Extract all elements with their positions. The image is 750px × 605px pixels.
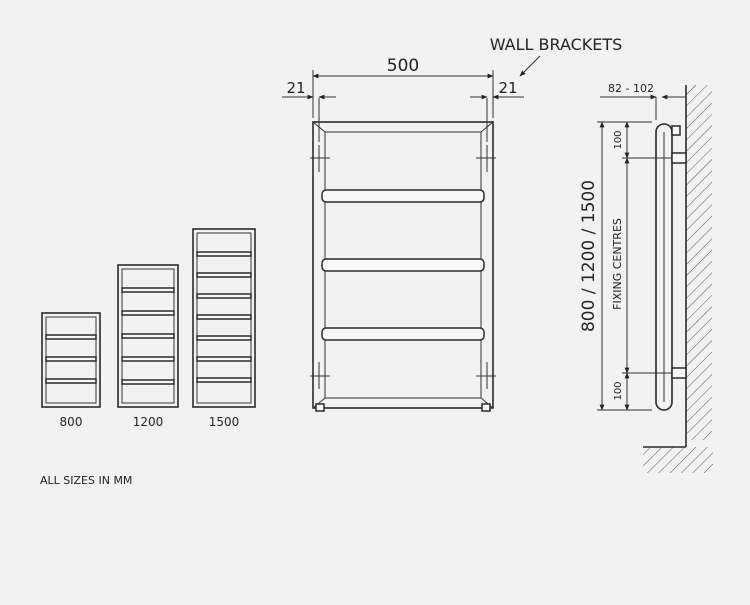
units-note: ALL SIZES IN MM <box>40 474 132 487</box>
wall-section <box>643 85 713 473</box>
depth-dimension <box>600 94 686 120</box>
right-offset-label: 21 <box>498 79 517 97</box>
radiator-1200-thumbnail <box>117 264 179 408</box>
fixing-centres-label: FIXING CENTRES <box>611 218 624 310</box>
width-dimension <box>312 70 494 118</box>
left-offset-label: 21 <box>286 79 305 97</box>
width-label: 500 <box>387 56 419 76</box>
size-label-1200: 1200 <box>133 415 164 429</box>
overall-height-dimension <box>597 121 652 411</box>
wall-brackets-label: WALL BRACKETS <box>490 35 623 54</box>
wall-brackets-leader <box>519 55 541 77</box>
radiator-front-elevation <box>310 121 496 412</box>
radiator-1500-thumbnail <box>192 228 256 408</box>
radiator-800-thumbnail <box>41 312 101 408</box>
fixing-centres-dimension <box>622 121 672 411</box>
depth-label: 82 - 102 <box>608 82 654 95</box>
height-options-label: 800 / 1200 / 1500 <box>579 180 599 332</box>
bottom-offset-label: 100 <box>613 381 624 400</box>
bracket-offset-dimensions <box>282 94 524 142</box>
top-offset-label: 100 <box>613 130 624 149</box>
size-label-1500: 1500 <box>209 415 240 429</box>
radiator-side-profile <box>655 123 687 411</box>
size-label-800: 800 <box>60 415 83 429</box>
